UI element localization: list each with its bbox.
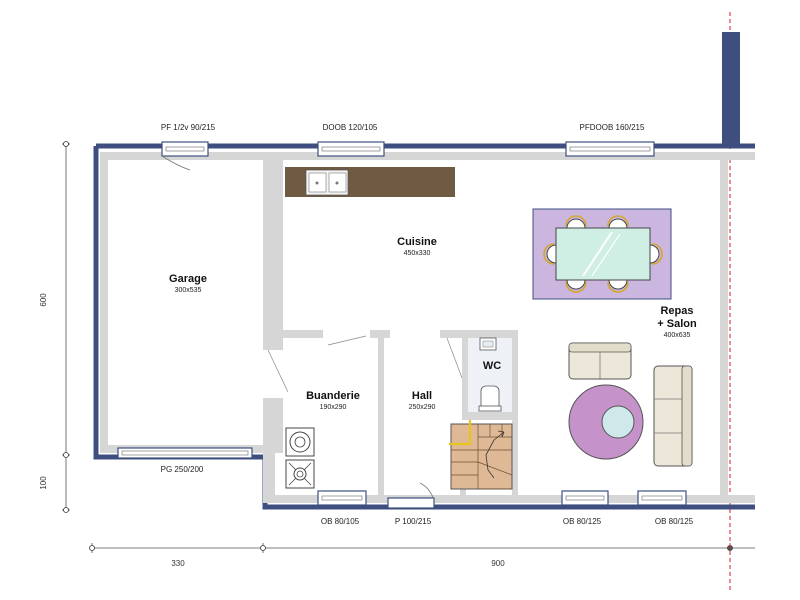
double-sink-icon bbox=[305, 169, 349, 196]
dimension-ticks bbox=[63, 141, 733, 551]
room-garage-name: Garage bbox=[169, 273, 207, 285]
dim-left-lower: 100 bbox=[39, 476, 48, 490]
sofa-icon bbox=[653, 365, 693, 467]
room-wc-name: WC bbox=[483, 360, 501, 372]
label-ob-1: OB 80/105 bbox=[321, 517, 360, 526]
label-ob-2: OB 80/125 bbox=[563, 517, 602, 526]
room-cuisine-name: Cuisine bbox=[397, 236, 437, 248]
label-doob: DOOB 120/105 bbox=[323, 123, 378, 132]
label-p: P 100/215 bbox=[395, 517, 432, 526]
window-ob-3 bbox=[637, 490, 687, 506]
dim-bottom-right: 900 bbox=[491, 559, 505, 568]
window-ob-2 bbox=[561, 490, 609, 506]
staircase-icon bbox=[449, 420, 513, 490]
dim-bottom-left: 330 bbox=[171, 559, 185, 568]
kitchen-counter bbox=[285, 167, 455, 197]
room-hall-name: Hall bbox=[412, 390, 432, 402]
room-buanderie-name: Buanderie bbox=[306, 390, 360, 402]
room-hall-dim: 250x290 bbox=[409, 404, 436, 411]
dining-table-icon bbox=[543, 215, 663, 293]
chimney bbox=[722, 32, 740, 148]
washing-machine-icon bbox=[285, 427, 315, 457]
garage-door-pg bbox=[117, 447, 253, 459]
label-pf: PF 1/2v 90/215 bbox=[161, 123, 216, 132]
round-table-icon bbox=[568, 384, 644, 460]
room-cuisine-dim: 450x330 bbox=[404, 250, 431, 257]
room-garage-dim: 300x535 bbox=[175, 287, 202, 294]
window-pf bbox=[161, 141, 209, 171]
window-ob-1 bbox=[317, 490, 367, 506]
washbasin-icon bbox=[479, 337, 497, 351]
label-pg: PG 250/200 bbox=[161, 465, 204, 474]
dim-left-upper: 600 bbox=[39, 293, 48, 307]
entrance-door-p bbox=[387, 482, 435, 509]
room-repas-name-line1: Repas bbox=[660, 305, 693, 317]
label-pfdoob: PFDOOB 160/215 bbox=[580, 123, 645, 132]
room-repas-name-line2: + Salon bbox=[657, 318, 697, 330]
stove-icon bbox=[285, 459, 315, 489]
room-repas-dim: 400x635 bbox=[664, 332, 691, 339]
door-swings bbox=[267, 335, 463, 393]
armchair-sofa-icon bbox=[568, 342, 632, 380]
toilet-icon bbox=[478, 385, 502, 412]
window-doob bbox=[317, 141, 385, 157]
window-pfdoob bbox=[565, 141, 655, 157]
room-buanderie-dim: 190x290 bbox=[320, 404, 347, 411]
label-ob-3: OB 80/125 bbox=[655, 517, 694, 526]
